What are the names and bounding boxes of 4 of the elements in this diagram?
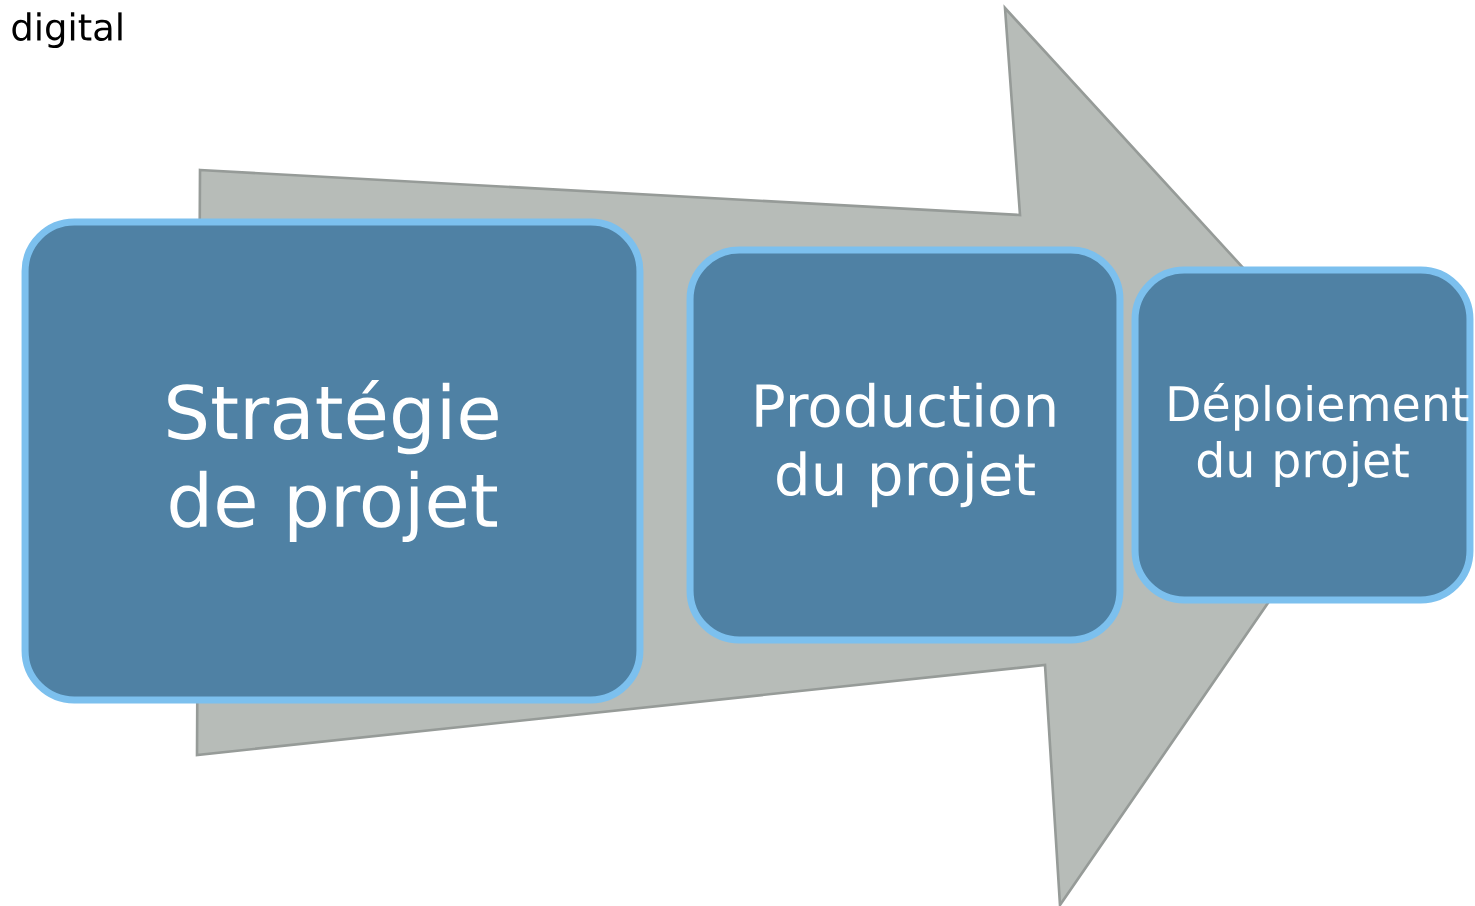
process-box: Production du projet [686,246,1124,644]
corner-label: digital [12,12,122,49]
process-box: Déploiement du projet [1131,266,1474,604]
process-box: Stratégie de projet [21,218,644,704]
